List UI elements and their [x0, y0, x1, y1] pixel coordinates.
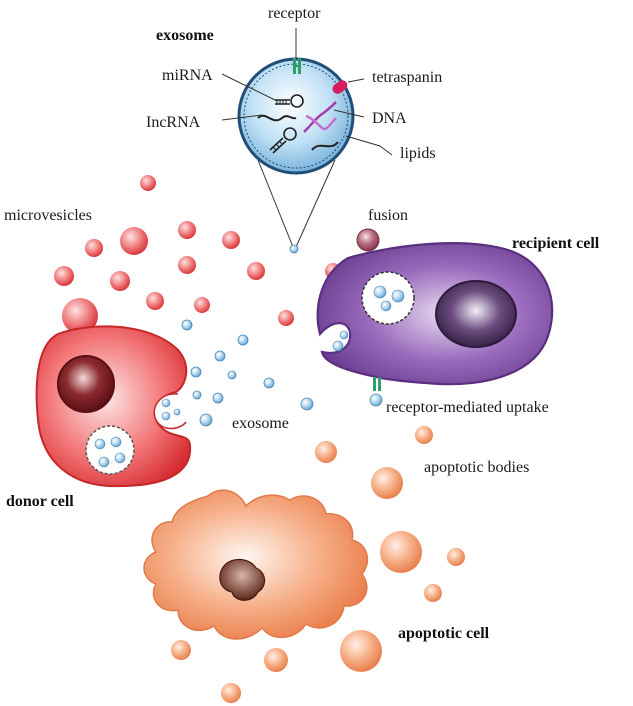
receptor-uptake-label: receptor-mediated uptake: [386, 399, 549, 416]
exosome-vesicle: [391, 289, 405, 303]
exosome-detail: receptor exosome miRNA IncRNA tetraspani…: [146, 5, 442, 248]
dna-helix-icon: [303, 101, 337, 133]
exosome-vesicle: [181, 319, 193, 331]
microvesicles-group: [54, 175, 341, 326]
donor-nucleus: [57, 355, 115, 413]
apoptotic-nucleus: [219, 558, 266, 601]
bound-exosome: [369, 393, 383, 407]
dna-leader: [333, 109, 365, 118]
microvesicle: [278, 310, 294, 326]
exosome-vesicle: [289, 244, 299, 254]
mirna-label: miRNA: [162, 67, 213, 84]
apoptotic-body: [264, 648, 288, 672]
apoptotic-cell: [143, 489, 369, 640]
microvesicle: [120, 227, 148, 255]
exosome-vesicle: [339, 330, 349, 340]
apoptotic-body: [221, 683, 241, 703]
microvesicle: [146, 292, 164, 310]
zoom-line-right: [295, 159, 336, 248]
apoptotic-body: [424, 584, 442, 602]
recipient-nucleus: [435, 280, 517, 348]
exosome-vesicle: [161, 398, 171, 408]
lipids-label: lipids: [400, 145, 436, 162]
mirna-leader: [221, 73, 278, 102]
exosome-vesicle: [373, 285, 387, 299]
endosome: [361, 271, 415, 325]
microvesicle: [178, 221, 196, 239]
receptor-icon: [293, 58, 301, 74]
exosome-vesicle: [161, 411, 171, 421]
tetraspanin-leader: [347, 78, 365, 83]
apoptotic-body: [371, 467, 403, 499]
apoptotic-body: [380, 531, 422, 573]
hairpin-rna-icon-2: [269, 127, 297, 154]
apoptotic-cell-label: apoptotic cell: [398, 625, 490, 642]
exosome-title: exosome: [156, 27, 214, 44]
fusion-label: fusion: [368, 207, 408, 224]
apoptotic-body: [340, 630, 382, 672]
lncrna-label: IncRNA: [146, 114, 201, 131]
apoptotic-body: [315, 441, 337, 463]
lncrna-leader: [221, 114, 263, 121]
exosome-vesicle: [190, 366, 202, 378]
receptor-label: receptor: [268, 5, 321, 22]
tetraspanin-icon: [332, 80, 348, 94]
exosome-vesicle: [199, 413, 213, 427]
exosome-vesicle: [114, 452, 126, 464]
zoom-line-left: [257, 159, 294, 248]
donor-cell: [35, 298, 192, 488]
microvesicle: [140, 175, 156, 191]
recipient-cell-label: recipient cell: [512, 235, 600, 252]
exosomes-group: [181, 244, 314, 427]
exosome-vesicle: [237, 334, 249, 346]
exosome-vesicle: [380, 300, 392, 312]
exosome-vesicle: [332, 340, 344, 352]
exosome-vesicle: [212, 392, 224, 404]
exosome-vesicle: [300, 397, 314, 411]
microvesicle: [178, 256, 196, 274]
multivesicular-body: [85, 425, 135, 475]
exosome-vesicle: [192, 390, 202, 400]
exosome-vesicle: [214, 350, 226, 362]
apoptotic-body: [415, 426, 433, 444]
apoptotic-body: [447, 548, 465, 566]
exosome-vesicle: [94, 438, 106, 450]
exosome-vesicle: [227, 370, 237, 380]
lncrna-strand: [257, 114, 297, 122]
exosome-vesicle: [110, 436, 122, 448]
budding-microvesicle: [62, 298, 98, 334]
microvesicle: [247, 262, 265, 280]
microvesicle: [194, 297, 210, 313]
exosome-vesicle: [98, 456, 110, 468]
hairpin-rna-icon: [275, 94, 304, 108]
microvesicles-label: microvesicles: [4, 207, 92, 224]
exosome-label: exosome: [232, 415, 289, 432]
lipids-leader: [345, 135, 393, 156]
receptor-icon-recipient: [373, 377, 381, 391]
apoptotic-bodies-label: apoptotic bodies: [424, 459, 529, 476]
recipient-cell: [316, 228, 554, 407]
microvesicle: [222, 231, 240, 249]
exosome-vesicle: [173, 408, 181, 416]
apoptotic-bodies-group: [171, 426, 465, 703]
apoptotic-cell-body: [143, 489, 369, 640]
donor-cell-label: donor cell: [6, 493, 74, 510]
microvesicle: [54, 266, 74, 286]
fusing-vesicle: [356, 228, 380, 252]
microvesicle: [110, 271, 130, 291]
dna-label: DNA: [372, 110, 407, 127]
microvesicle: [85, 239, 103, 257]
rna-strand: [311, 141, 339, 151]
apoptotic-body: [171, 640, 191, 660]
tetraspanin-label: tetraspanin: [372, 69, 442, 86]
exosome-vesicle: [263, 377, 275, 389]
